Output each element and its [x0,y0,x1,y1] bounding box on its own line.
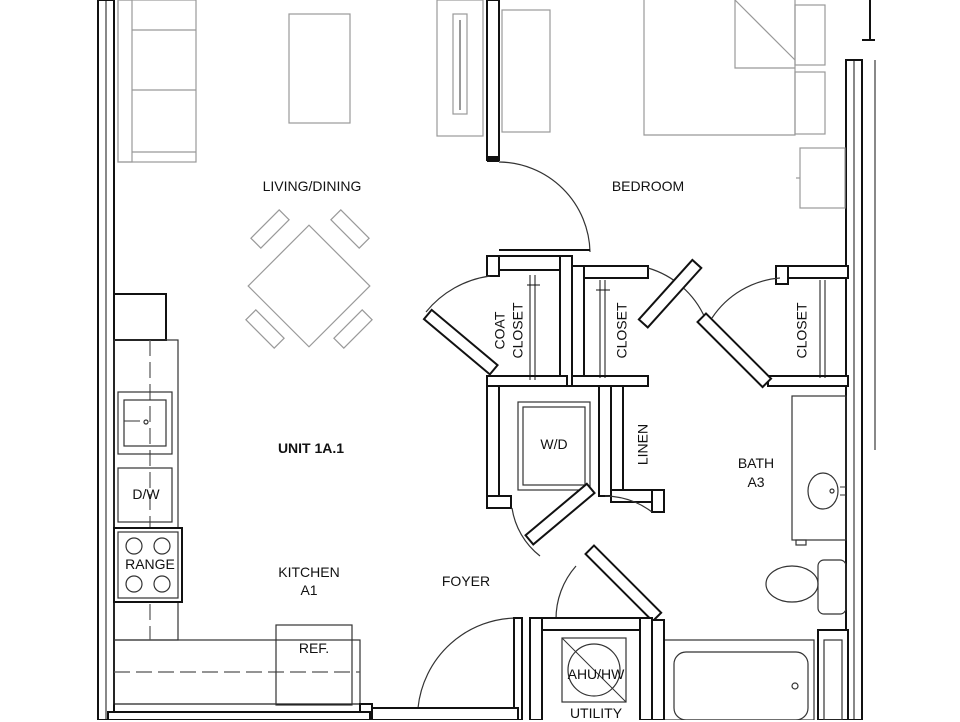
coffee-table [288,13,351,124]
washer-dryer-door [511,482,653,557]
partition-wall-bedroom [486,0,500,162]
linen-label: LINEN [634,423,651,466]
living-dining-label: LIVING/DINING [262,178,362,194]
coat-closet-label-line1: COAT [491,311,508,350]
linen-closet-walls [610,385,665,513]
bath-vanity [791,395,847,546]
exterior-wall-right [845,0,876,720]
right-closet-label: CLOSET [793,302,810,359]
ahu-label: AHU/HW [567,666,625,682]
kitchen-label-line2: A1 [300,582,318,598]
right-closet-door [696,277,781,389]
range [113,527,183,603]
dresser [501,9,551,133]
bathtub [651,619,849,720]
toilet [765,559,847,615]
refrigerator-label: REF. [298,640,330,656]
nightstand [796,147,846,209]
bed [643,0,826,136]
bedroom-door [498,161,591,253]
center-closet-door [637,258,706,329]
foyer-label: FOYER [441,573,491,589]
kitchen-sink [117,391,173,455]
bath-label-line2: A3 [747,474,765,490]
entry-door [107,617,523,720]
right-closet-walls [767,265,849,387]
kitchen-label-line1: KITCHEN [278,564,340,580]
center-closet-label: CLOSET [613,302,630,359]
coat-closet-label-line2: CLOSET [509,302,526,359]
utility-closet [529,617,653,720]
dining-table [245,209,373,349]
dishwasher [117,467,173,523]
sofa [117,0,197,163]
tv-console [436,0,484,137]
range-label: RANGE [125,556,175,572]
bedroom-label: BEDROOM [611,178,685,194]
exterior-wall-left [97,0,115,720]
bath-wall [555,544,663,623]
washer-dryer-walls [486,385,612,509]
unit-label: UNIT 1A.1 [277,440,345,456]
center-closet-walls [571,265,649,387]
dishwasher-label: D/W [132,486,160,502]
coat-closet-door [422,275,499,376]
utility-label: UTILITY [569,705,623,721]
washer-dryer-label: W/D [540,436,568,452]
refrigerator [275,624,353,706]
bath-label-line1: BATH [737,455,775,471]
